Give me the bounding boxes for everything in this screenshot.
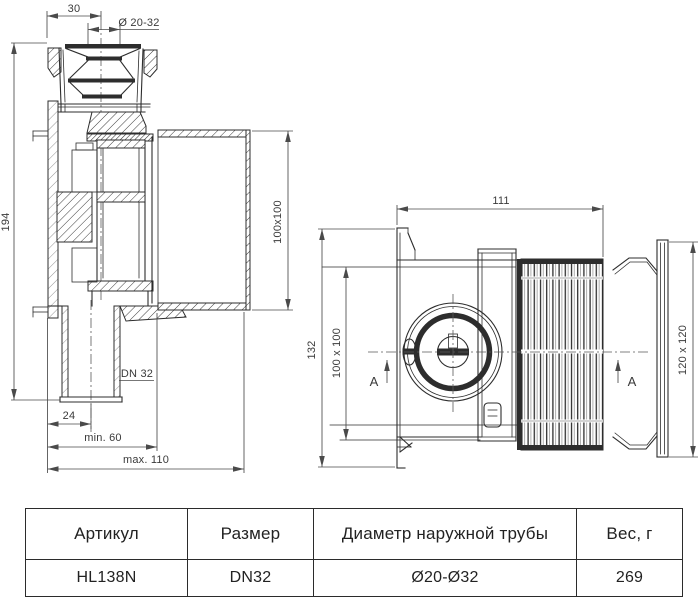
spec-header-diameter: Диаметр наружной трубы [313, 508, 577, 560]
spec-value-article: HL138N [25, 559, 188, 597]
dim-label-flange-square: 120 x 120 [677, 325, 689, 375]
section-label-right: A [628, 374, 637, 389]
spec-value-row: HL138N DN32 Ø20-Ø32 269 [25, 559, 683, 597]
locking-clip [483, 402, 502, 428]
dim-label-front-socket-square: 100 x 100 [331, 328, 343, 378]
section-label-left: A [370, 374, 379, 389]
housing-front [321, 259, 604, 448]
socket-flange-front [477, 248, 517, 442]
corrugated-extension [517, 258, 604, 451]
spec-value-weight: 269 [576, 559, 683, 597]
dim-label-max-depth: max. 110 [123, 454, 169, 466]
side-section-view: 30 Ø 20-32 194 100x100 DN 32 24 [0, 3, 293, 473]
technical-drawing: 30 Ø 20-32 194 100x100 DN 32 24 [0, 3, 698, 473]
dim-label-total-height: 194 [0, 213, 12, 232]
spec-value-size: DN32 [187, 559, 314, 597]
dim-label-seal-diameter: Ø 20-32 [118, 17, 159, 29]
side-view-dimensions: 30 Ø 20-32 194 100x100 DN 32 24 [0, 3, 293, 473]
seal-insert [47, 44, 158, 108]
square-flange-plate [612, 239, 669, 458]
spec-header-size: Размер [187, 508, 314, 560]
dim-label-socket-square-side: 100x100 [272, 200, 284, 244]
outlet-pipe-section [59, 305, 123, 403]
square-socket-section [157, 129, 251, 311]
front-view-dimensions: 111 132 100 x 100 120 x 120 A A [306, 195, 698, 468]
trap-cover [402, 294, 503, 412]
dim-label-pipe-offset: 24 [63, 410, 76, 422]
spec-header-weight: Вес, г [576, 508, 683, 560]
dim-label-front-height: 132 [306, 341, 318, 360]
spec-value-diameter: Ø20-Ø32 [313, 559, 577, 597]
dim-label-front-width: 111 [492, 195, 509, 207]
dim-label-top-width: 30 [68, 3, 81, 15]
label-outlet-pipe-dn32: DN 32 [121, 368, 153, 380]
front-view: 111 132 100 x 100 120 x 120 A A [306, 195, 698, 469]
dim-label-min-depth: min. 60 [84, 432, 121, 444]
spec-table: Артикул Размер Диаметр наружной трубы Ве… [25, 508, 683, 597]
spec-header-article: Артикул [25, 508, 188, 560]
mounting-flange-edge [396, 227, 416, 469]
spec-header-row: Артикул Размер Диаметр наружной трубы Ве… [25, 508, 683, 560]
